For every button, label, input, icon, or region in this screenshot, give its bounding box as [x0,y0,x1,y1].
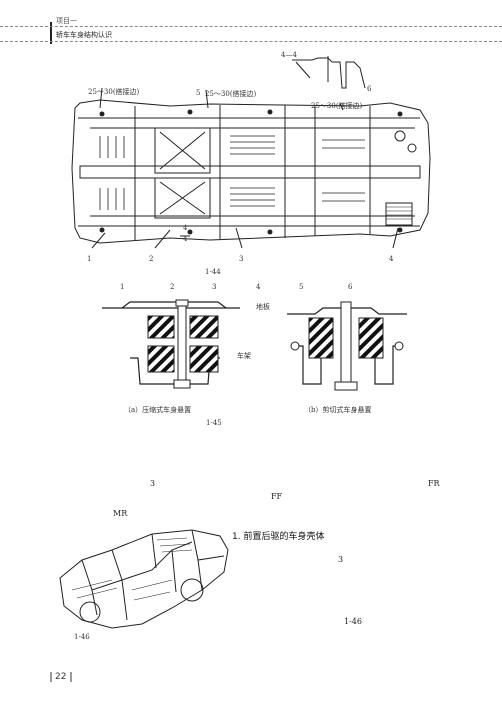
header-dash-bottom [0,41,502,42]
fig44-num-1: 1 [87,255,92,263]
fig44-label-4s: 4 [183,224,188,232]
fig44-label-6: 6 [367,85,372,93]
fig44-num-3: 3 [239,255,244,263]
fig44-section-label: 4—4 [281,51,297,59]
text-line3-mr: MR [113,509,128,518]
text-line1-fr: FR [428,479,440,488]
fig44-label-left: 25～30(搭接边) [88,88,140,96]
fig44-legend-6: 6 [348,283,353,291]
fig45-caption-a: （a）压缩式车身悬置 [124,406,192,414]
fig45-caption-no: 1-45 [206,419,222,427]
fig44-num-4: 4 [389,255,394,263]
header-project: 项目一 [56,17,77,25]
page-number-bar-left [50,672,52,682]
header-subtitle: 轿车车身结构认识 [56,31,112,39]
header-bar [50,22,52,44]
header-dash-top [0,26,502,27]
fig44-legend-5: 5 [299,283,304,291]
figure-1-44-drawing [71,56,431,249]
fig44-label-mid: 25～30(搭接边) [205,90,257,98]
figure-1-45a-drawing [102,299,240,389]
fig44-legend-3: 3 [212,283,217,291]
fig44-legend-4: 4 [256,283,261,291]
fig45-caption-b: （b）剪切式车身悬置 [304,406,372,414]
fig44-legend-2: 2 [170,283,175,291]
section-title: 1. 前置后驱的车身壳体 [232,532,325,542]
figure-1-46-drawing [59,529,229,629]
text-right-ref: 1-46 [344,617,362,626]
fig44-label-4s2: 4 [183,235,188,243]
figure-1-45b-drawing [287,301,407,391]
text-right-num: 3 [338,555,344,564]
text-line2-ff: FF [271,492,283,501]
text-line1-num: 3 [150,479,156,488]
fig46-caption: 1-46 [74,633,90,641]
fig44-num-2: 2 [149,255,154,263]
fig44-label-5: 5 [196,89,201,97]
fig44-label-right: 25～30(搭接边) [311,102,363,110]
fig44-legend-1: 1 [120,283,125,291]
fig44-caption: 1-44 [205,268,221,276]
page-number: 22 [55,672,67,682]
fig45-label-frame: 车架 [237,352,251,360]
fig45-label-floor: 地板 [256,303,270,311]
page-number-bar-right [70,672,72,682]
